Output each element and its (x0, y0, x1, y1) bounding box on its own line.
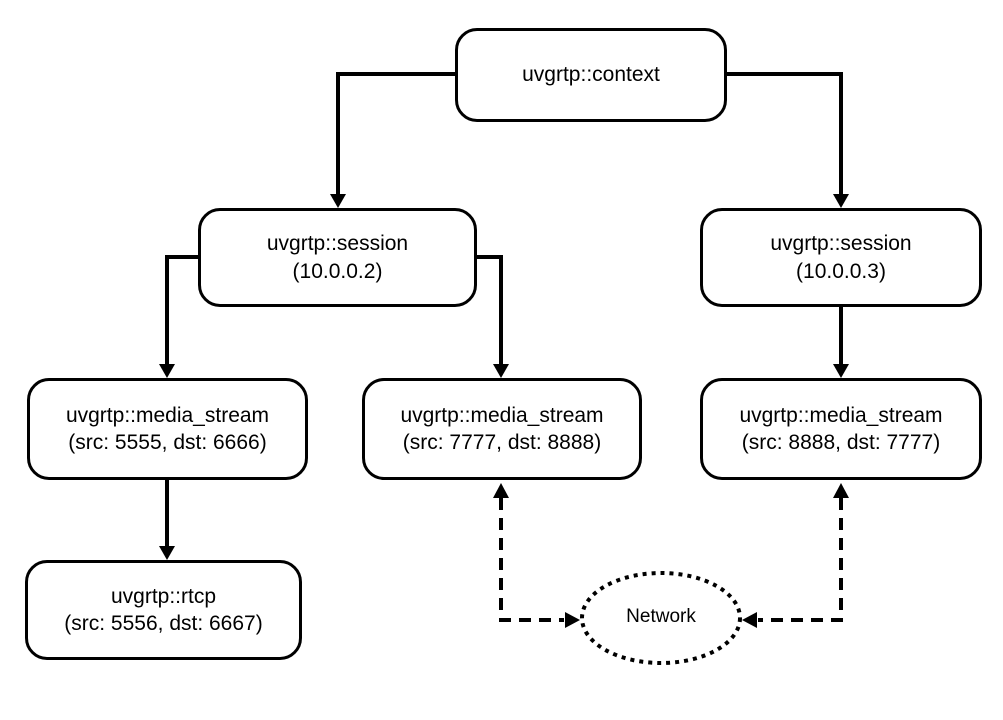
edge-context-to-session-left (330, 72, 455, 208)
node-session-right-label: uvgrtp::session (770, 232, 912, 256)
edge-session-left-to-media-mid (477, 255, 509, 378)
node-context-label: uvgrtp::context (522, 63, 660, 87)
node-session-right: uvgrtp::session (10.0.0.3) (700, 208, 982, 307)
edge-media-left-to-rtcp (159, 480, 175, 560)
edge-session-left-to-media-left (159, 255, 198, 378)
node-session-left-detail: (10.0.0.2) (292, 259, 383, 283)
edge-session-right-to-media-right (833, 307, 849, 378)
node-session-right-detail: (10.0.0.3) (796, 259, 886, 283)
edge-media-right-network (742, 483, 849, 628)
network-ellipse (580, 571, 742, 665)
node-context: uvgrtp::context (455, 28, 727, 122)
node-media-stream-mid: uvgrtp::media_stream (src: 7777, dst: 88… (362, 378, 642, 480)
node-session-left-label: uvgrtp::session (266, 232, 409, 256)
node-media-stream-left: uvgrtp::media_stream (src: 5555, dst: 66… (27, 378, 308, 480)
node-rtcp: uvgrtp::rtcp (src: 5556, dst: 6667) (25, 560, 302, 660)
node-media-stream-right-label: uvgrtp::media_stream (739, 403, 943, 427)
network-label: Network (626, 606, 696, 627)
node-media-stream-left-detail: (src: 5555, dst: 6666) (68, 431, 267, 454)
node-rtcp-detail: (src: 5556, dst: 6667) (64, 612, 263, 635)
node-rtcp-label: uvgrtp::rtcp (110, 584, 217, 608)
node-media-stream-right: uvgrtp::media_stream (src: 8888, dst: 77… (700, 378, 982, 480)
node-media-stream-mid-detail: (src: 7777, dst: 8888) (402, 431, 602, 454)
edge-context-to-session-right (727, 72, 849, 208)
node-session-left: uvgrtp::session (10.0.0.2) (198, 208, 477, 307)
node-media-stream-mid-label: uvgrtp::media_stream (400, 403, 604, 427)
node-media-stream-right-detail: (src: 8888, dst: 7777) (741, 431, 941, 454)
node-media-stream-left-label: uvgrtp::media_stream (65, 403, 270, 427)
edge-media-mid-network (493, 483, 580, 628)
